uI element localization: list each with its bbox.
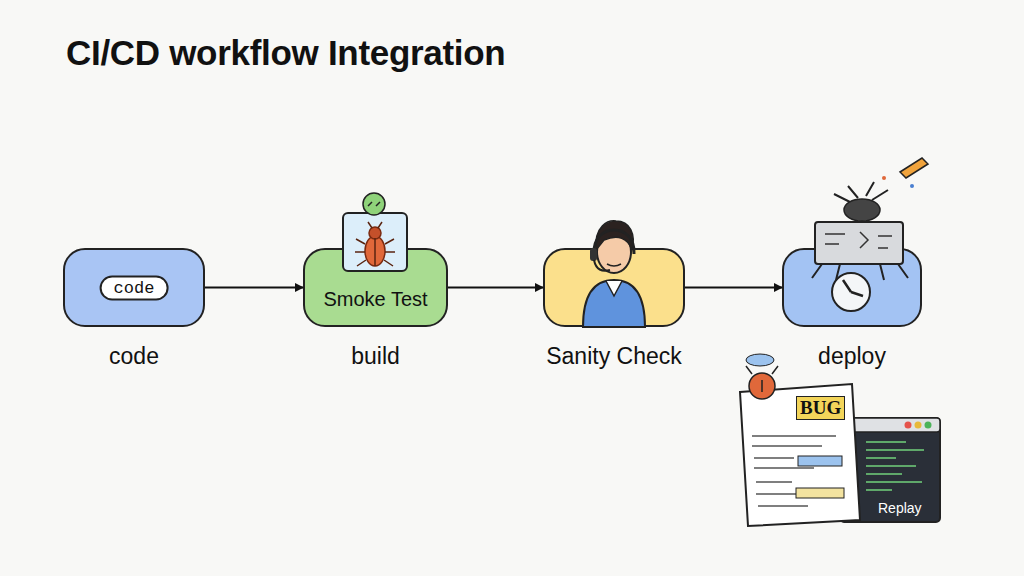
terminal-caption: Replay (878, 500, 922, 516)
flow-arrow (685, 287, 782, 289)
box-label: Smoke Test (323, 288, 427, 311)
spark (910, 184, 914, 188)
deploy-icon (812, 158, 928, 311)
flow-arrow (448, 287, 543, 289)
server-unit (815, 222, 903, 264)
stage-label: deploy (818, 343, 886, 370)
bug-legs (355, 222, 395, 266)
process-box: codecode (63, 248, 205, 327)
headset-ear (590, 248, 597, 261)
person-icon (583, 221, 645, 327)
badge-circle (363, 193, 385, 215)
headset-band (594, 230, 634, 254)
bug-icon (343, 193, 407, 271)
headset-mic (594, 260, 610, 271)
report-stamp: BUG (796, 396, 845, 420)
person-hair (596, 221, 633, 250)
bug-head (369, 227, 381, 239)
report-lines (752, 436, 836, 506)
bug-body (365, 236, 385, 266)
report-field (798, 456, 842, 466)
window-dot (905, 422, 912, 429)
process-box: Sanity Check (543, 248, 685, 327)
code-pill: code (100, 275, 169, 300)
server-detail (825, 232, 892, 248)
process-box: deploy (782, 248, 922, 327)
person-body (583, 280, 645, 327)
person-face (597, 231, 631, 273)
wrench (900, 158, 928, 178)
connector-layer (205, 287, 782, 288)
person-smile (607, 264, 621, 266)
report-bug (749, 373, 775, 399)
bug-report-illustration (740, 354, 940, 526)
gauge-needle (843, 280, 863, 296)
report-bug-legs (746, 366, 778, 392)
window-dot (925, 422, 932, 429)
stage-label: build (351, 343, 400, 370)
stage-label: Sanity Check (546, 343, 682, 370)
window-dot (915, 422, 922, 429)
report-cap (746, 354, 774, 366)
report-sheet (740, 384, 860, 526)
icon-frame (343, 213, 407, 271)
stage-label: code (109, 343, 159, 370)
bug-shell (844, 199, 880, 221)
code-lines (866, 442, 924, 490)
person-collar (606, 281, 622, 296)
flow-arrow (205, 287, 303, 289)
diagram-title: CI/CD workflow Integration (66, 33, 505, 73)
badge-mark (368, 202, 380, 206)
machine-legs (812, 264, 908, 280)
terminal-header (840, 418, 940, 432)
process-box: Smoke Testbuild (303, 248, 448, 327)
bug-antennae (834, 182, 888, 202)
spark (882, 176, 886, 180)
gauge-dial (832, 273, 870, 311)
report-field (796, 488, 844, 498)
terminal-window (840, 418, 940, 522)
